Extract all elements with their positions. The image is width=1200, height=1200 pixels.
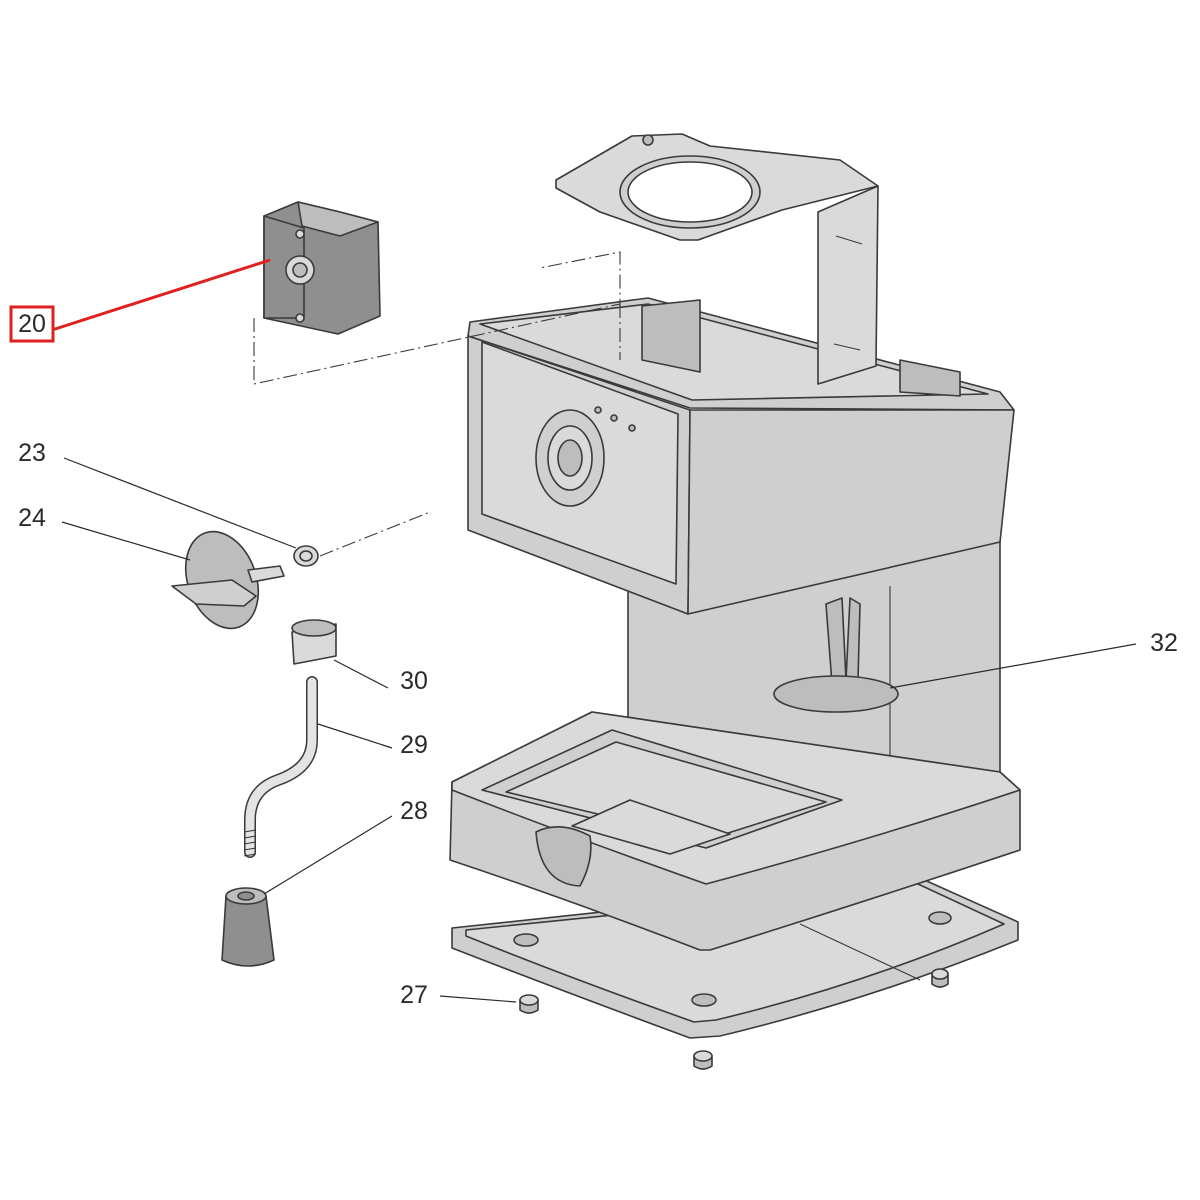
leader-line-28: [263, 815, 393, 895]
leader-line-30: [333, 659, 389, 689]
leader-line-32: [889, 643, 1137, 689]
callout-20[interactable]: 20: [9, 305, 55, 343]
highlight-box-20: [9, 305, 55, 343]
part-29-steam-pipe: [243, 676, 318, 858]
callout-label-30[interactable]: 30: [400, 667, 428, 695]
part-28-nozzle-tip: [221, 887, 275, 967]
callout-label-23[interactable]: 23: [18, 439, 46, 467]
leader-line-24: [61, 521, 191, 561]
leader-line-27: [439, 995, 517, 1003]
steam-nozzle-support-32: [773, 597, 899, 713]
leader-line-29: [317, 723, 393, 749]
callout-label-24[interactable]: 24: [18, 504, 46, 532]
callout-label-20: 20: [18, 310, 46, 338]
part-24-rotary-knob: [171, 530, 285, 630]
part-30-sleeve: [291, 619, 337, 665]
top-mounting-bracket: [555, 133, 879, 385]
machine-housing: [449, 297, 1021, 951]
rubber-foot: [693, 1050, 713, 1070]
leader-line-20: [51, 258, 271, 332]
part-20-switch-block: [263, 201, 381, 335]
rubber-foot-27: [519, 994, 539, 1014]
base-plate: [451, 877, 1019, 1039]
leader-line-23: [63, 457, 297, 549]
callout-label-32[interactable]: 32: [1150, 629, 1178, 657]
callout-label-29[interactable]: 29: [400, 731, 428, 759]
rubber-foot: [931, 968, 949, 988]
leader-lines: [51, 258, 1137, 1003]
callout-label-27[interactable]: 27: [400, 981, 428, 1009]
callout-label-28[interactable]: 28: [400, 797, 428, 825]
part-23-spring: [293, 545, 319, 567]
